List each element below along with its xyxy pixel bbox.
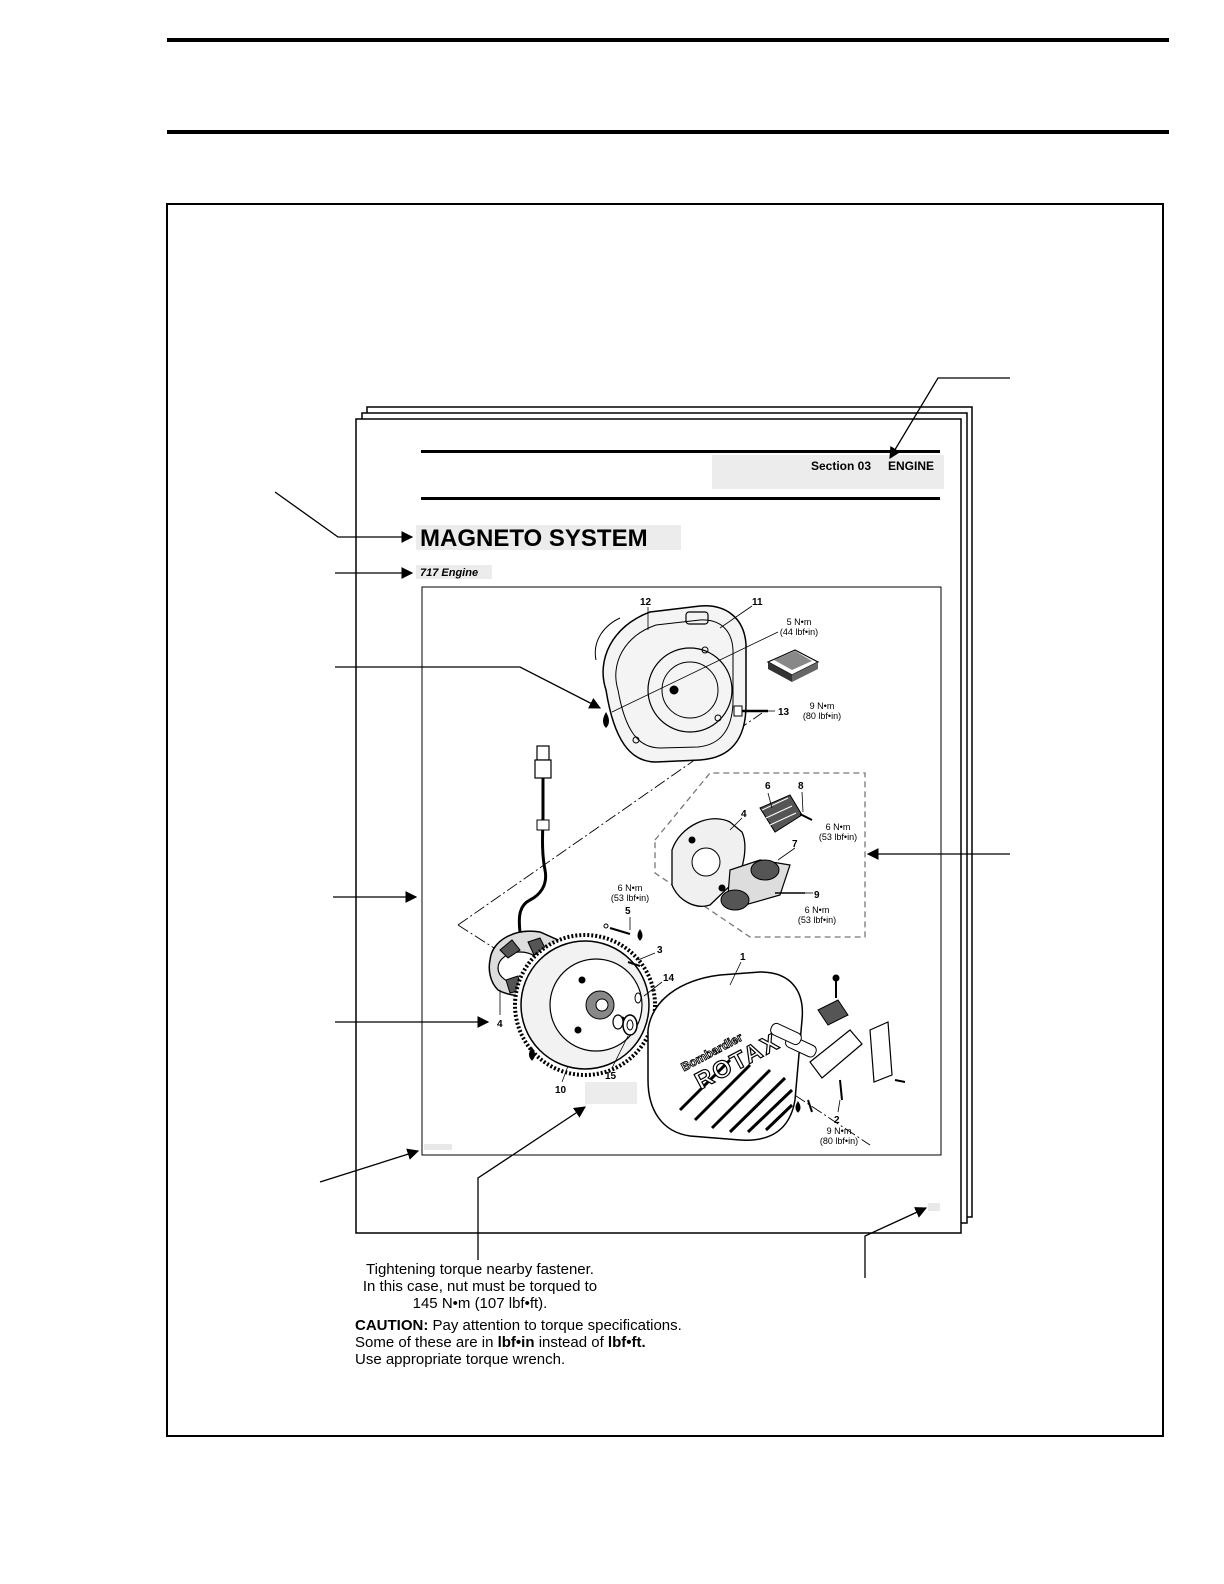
torque-5-nm: 6 N•m [618, 883, 643, 893]
caution-text2a: Some of these are in [355, 1334, 494, 1351]
threadlocker-drop-icon [603, 712, 609, 728]
rubber-mount-part [766, 649, 820, 682]
torque-note-line2: In this case, nut must be torqued to [362, 1278, 598, 1295]
caution-unit-lbf-in: lbf•in [497, 1334, 535, 1351]
inner-page-header: Section 03 ENGINE [421, 450, 944, 500]
callout-14: 14 [663, 973, 675, 984]
mounting-bracket-part [795, 974, 906, 1113]
callout-15: 15 [605, 1071, 617, 1082]
title-highlight [416, 525, 681, 550]
explanation-arrows [274, 377, 1010, 1278]
callout-1: 1 [740, 952, 746, 963]
caution-line3: Use appropriate torque wrench. [355, 1351, 566, 1368]
torque-2-nm: 9 N•m [827, 1126, 852, 1136]
wire-harness-part [517, 745, 552, 933]
torque-highlight [585, 1082, 637, 1104]
torque-11-nm: 5 N•m [787, 617, 812, 627]
torque-specs: 5 N•m (44 lbf•in) 9 N•m (80 lbf•in) 6 N•… [611, 617, 858, 1146]
washer-nut-part [612, 1014, 638, 1036]
torque-5-lbf: (53 lbf•in) [611, 893, 649, 903]
callout-12: 12 [640, 597, 652, 608]
torque-13-nm: 9 N•m [810, 701, 835, 711]
callout-2: 2 [834, 1115, 840, 1126]
callout-7: 7 [792, 839, 798, 850]
caution-line2: Some of these are in lbf•in instead of l… [355, 1334, 646, 1351]
callout-6: 6 [765, 781, 771, 792]
callout-8: 8 [798, 781, 804, 792]
magneto-cover-part: Bombardier ROTAX [647, 971, 817, 1141]
section-name: ENGINE [888, 459, 934, 473]
callout-leaders [499, 605, 841, 1113]
torque-9-lbf: (53 lbf•in) [798, 915, 836, 925]
top-rule [167, 38, 1169, 42]
callout-10: 10 [555, 1085, 567, 1096]
torque-9-nm: 6 N•m [805, 905, 830, 915]
torque-note-line1: Tightening torque nearby fastener. [366, 1261, 594, 1278]
figure-frame [166, 203, 1164, 1437]
flywheel-part [513, 933, 657, 1077]
caution-text1: Pay attention to torque specifications. [432, 1317, 682, 1334]
callout-9: 9 [814, 890, 820, 901]
caution-text2c: instead of [538, 1334, 604, 1351]
torque-8-lbf: (53 lbf•in) [819, 832, 857, 842]
callout-4: 4 [741, 809, 747, 820]
magneto-housing-part [594, 605, 747, 763]
callout-3: 3 [657, 945, 663, 956]
torque-note-line3: 145 N•m (107 lbf•ft). [412, 1295, 548, 1312]
callout-4b: 4 [497, 1019, 503, 1030]
figure-code-highlight [424, 1144, 452, 1150]
torque-11-lbf: (44 lbf•in) [780, 627, 818, 637]
second-rule [167, 130, 1169, 134]
callout-11: 11 [752, 597, 763, 608]
torque-8-nm: 6 N•m [826, 822, 851, 832]
ignition-coils-part [671, 794, 813, 911]
callout-numbers: 12 11 13 6 8 4 7 9 5 3 14 1 4 10 15 2 [497, 597, 840, 1126]
callout-13: 13 [778, 707, 790, 718]
torque-13-lbf: (80 lbf•in) [803, 711, 841, 721]
section-label: Section 03 [811, 459, 871, 473]
inner-page-title: MAGNETO SYSTEM [420, 525, 648, 552]
caution-unit-lbf-ft: lbf•ft. [607, 1334, 646, 1351]
torque-2-lbf: (80 lbf•in) [820, 1136, 858, 1146]
callout-5: 5 [625, 906, 631, 917]
subtitle-highlight [416, 565, 492, 579]
page-number-highlight [928, 1203, 940, 1211]
caution-line1: CAUTION: Pay attention to torque specifi… [355, 1317, 682, 1334]
caution-label: CAUTION: [355, 1317, 429, 1334]
inner-page-subtitle: 717 Engine [420, 567, 478, 579]
ignition-subassembly-outline [654, 772, 866, 938]
